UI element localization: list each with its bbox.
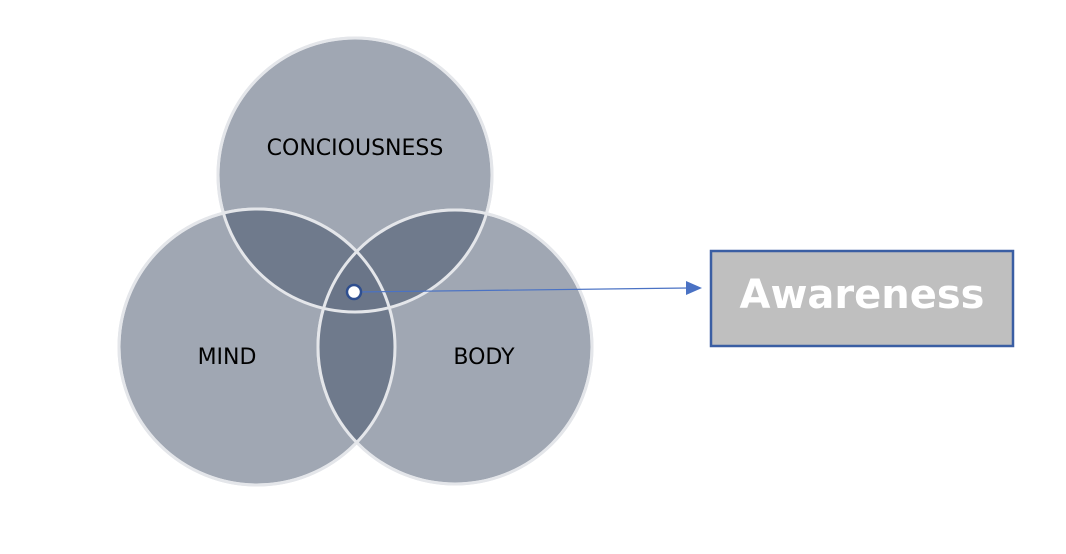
consciousness-body-overlap — [318, 210, 492, 312]
awareness-box — [709, 249, 1015, 348]
consciousness-label: CONCIOUSNESS — [267, 136, 444, 161]
body-circle-outline — [316, 208, 594, 486]
intersection-dot-icon — [345, 283, 363, 301]
arrow-head-icon — [686, 281, 702, 295]
consciousness-circle-outline — [216, 36, 494, 314]
body-label: BODY — [453, 345, 515, 370]
mind-circle-outline — [117, 207, 397, 487]
mind-label: MIND — [198, 345, 257, 370]
arrow-connector — [355, 287, 689, 293]
awareness-label: Awareness — [740, 272, 985, 318]
consciousness-mind-overlap — [218, 209, 395, 312]
